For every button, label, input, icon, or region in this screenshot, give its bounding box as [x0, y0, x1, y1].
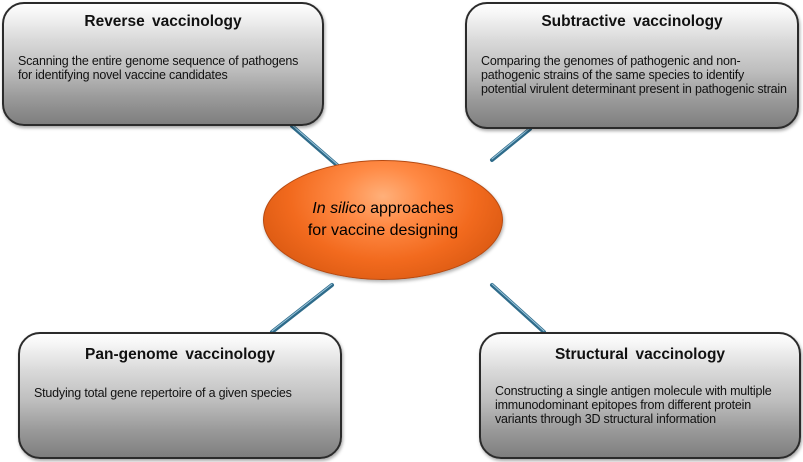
central-concept-ellipse: In silico approaches for vaccine designi… [263, 160, 503, 280]
connector-reverse-highlight [291, 124, 339, 166]
connector-subtractive-highlight [491, 127, 531, 160]
in-silico-term: In silico [312, 200, 366, 217]
connector-subtractive [490, 127, 532, 162]
pan-genome-vaccinology-title: Pan-genome vaccinology [85, 346, 275, 363]
connector-reverse [290, 124, 340, 168]
connector-structural [490, 283, 546, 334]
subtractive-vaccinology-description: Comparing the genomes of pathogenic and … [481, 54, 787, 96]
reverse-vaccinology-title: Reverse vaccinology [84, 13, 242, 30]
structural-vaccinology-description: Constructing a single antigen molecule w… [495, 384, 772, 426]
central-concept-line-1: In silico approaches [312, 198, 453, 220]
structural-vaccinology-title: Structural vaccinology [554, 346, 726, 363]
reverse-vaccinology-box: Reverse vaccinology Scanning the entire … [2, 2, 324, 126]
central-concept-approaches: approaches [365, 200, 454, 217]
pan-genome-vaccinology-box: Pan-genome vaccinology Studying total ge… [18, 332, 342, 459]
reverse-vaccinology-description: Scanning the entire genome sequence of p… [18, 54, 299, 82]
subtractive-vaccinology-box: Subtractive vaccinology Comparing the ge… [465, 2, 799, 129]
connector-structural-highlight [491, 283, 545, 332]
connector-pangenome-highlight [271, 283, 333, 332]
pan-genome-vaccinology-description: Studying total gene repertoire of a give… [34, 386, 292, 400]
connector-pangenome [270, 283, 334, 334]
structural-vaccinology-box: Structural vaccinology Constructing a si… [479, 332, 801, 459]
subtractive-vaccinology-title: Subtractive vaccinology [541, 13, 723, 30]
central-concept-line-2: for vaccine designing [307, 222, 459, 239]
